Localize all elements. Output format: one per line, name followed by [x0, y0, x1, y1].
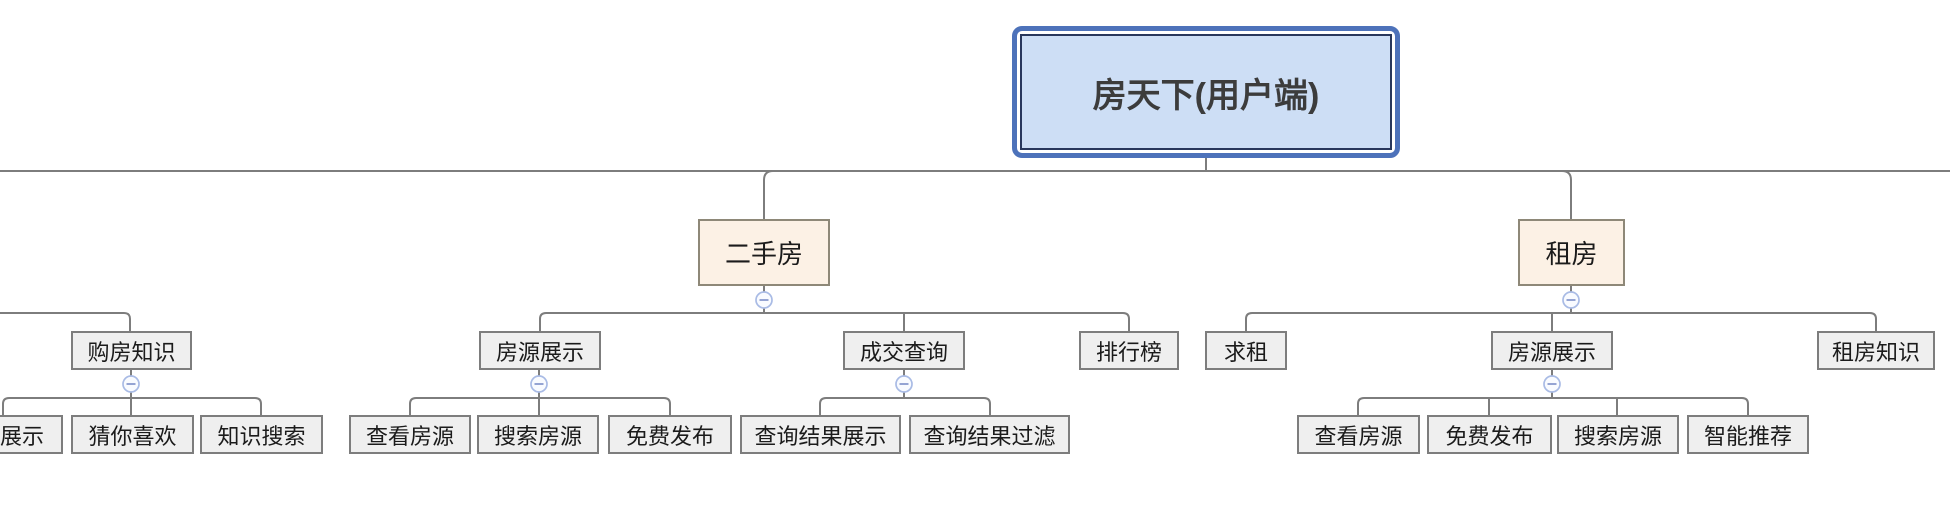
collapse-button-buy-knowledge[interactable] — [122, 375, 140, 393]
node-root[interactable]: 房天下(用户端) — [1012, 26, 1400, 158]
node-second-hand-house[interactable]: 二手房 — [698, 219, 830, 286]
connector-line — [409, 397, 671, 415]
node-buy-knowledge[interactable]: 购房知识 — [71, 331, 192, 370]
collapse-button-second-hand-house[interactable] — [755, 291, 773, 309]
node-listing-display-buy[interactable]: 房源展示 — [479, 331, 601, 370]
node-listing-display-rent[interactable]: 房源展示 — [1491, 331, 1613, 370]
connector-line — [819, 397, 991, 415]
node-view-listings-buy[interactable]: 查看房源 — [349, 415, 471, 454]
node-deal-query[interactable]: 成交查询 — [843, 331, 965, 370]
node-query-result-filter[interactable]: 查询结果过滤 — [909, 415, 1070, 454]
node-rent-knowledge[interactable]: 租房知识 — [1817, 331, 1935, 370]
node-guess-you-like[interactable]: 猜你喜欢 — [71, 415, 194, 454]
collapse-button-listing-display-rent[interactable] — [1543, 375, 1561, 393]
node-query-result-display[interactable]: 查询结果展示 — [740, 415, 901, 454]
node-view-listings-rent[interactable]: 查看房源 — [1297, 415, 1420, 454]
connector-line — [763, 170, 774, 219]
node-rent-house[interactable]: 租房 — [1518, 219, 1625, 286]
connector-line — [0, 312, 131, 331]
connector-line — [1561, 170, 1572, 219]
node-free-publish-rent[interactable]: 免费发布 — [1427, 415, 1552, 454]
node-search-listings-rent[interactable]: 搜索房源 — [1557, 415, 1679, 454]
node-smart-recommend[interactable]: 智能推荐 — [1687, 415, 1809, 454]
connector-line — [1245, 312, 1877, 331]
node-free-publish-buy[interactable]: 免费发布 — [608, 415, 732, 454]
collapse-button-rent-house[interactable] — [1562, 291, 1580, 309]
root-topic-label: 房天下(用户端) — [1020, 34, 1392, 150]
node-search-listings-buy[interactable]: 搜索房源 — [477, 415, 599, 454]
node-ranking-list[interactable]: 排行榜 — [1079, 331, 1179, 370]
node-seek-rent[interactable]: 求租 — [1205, 331, 1287, 370]
connector-line — [1357, 397, 1749, 415]
node-display-cutoff[interactable]: 展示 — [0, 415, 63, 454]
node-knowledge-search[interactable]: 知识搜索 — [200, 415, 323, 454]
collapse-button-deal-query[interactable] — [895, 375, 913, 393]
connector-line — [539, 312, 1130, 331]
connector-line — [2, 397, 262, 415]
collapse-button-listing-display-buy[interactable] — [530, 375, 548, 393]
